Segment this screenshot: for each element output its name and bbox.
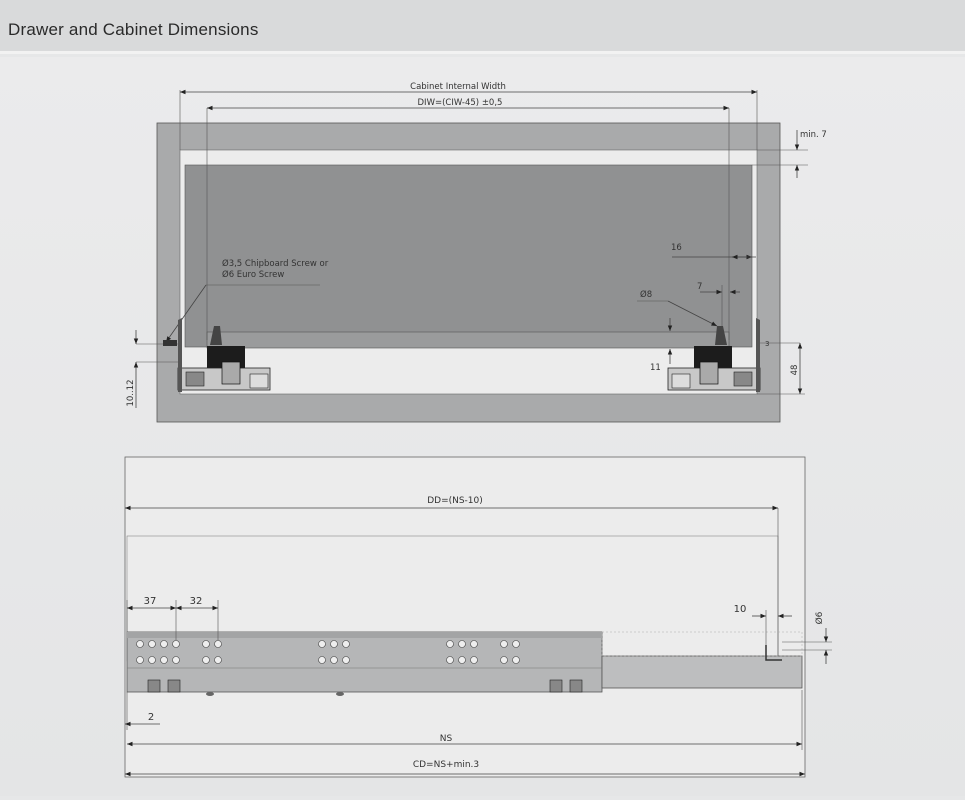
dim-3: 3: [765, 340, 769, 348]
dim-48: 48: [790, 365, 800, 376]
diw-label: DIW=(CIW-45) ±0,5: [418, 98, 503, 108]
side-runner: [126, 631, 803, 696]
technical-drawing: Cabinet Internal Width DIW=(CIW-45) ±0,5…: [0, 57, 965, 796]
dim-10: 10: [734, 604, 747, 615]
drawer-front-panel: [184, 164, 753, 348]
screw-label-line1: Ø3,5 Chipboard Screw or: [222, 258, 329, 269]
drawing-svg: Cabinet Internal Width DIW=(CIW-45) ±0,5…: [124, 82, 832, 778]
dim-2: 2: [148, 712, 154, 723]
right-runner-assembly: [667, 318, 761, 392]
page-header: Drawer and Cabinet Dimensions: [0, 0, 965, 54]
front-view: Cabinet Internal Width DIW=(CIW-45) ±0,5…: [126, 82, 827, 423]
ns-label: NS: [440, 734, 453, 744]
page-title: Drawer and Cabinet Dimensions: [8, 20, 259, 39]
cd-label: CD=NS+min.3: [413, 760, 479, 770]
dim-11: 11: [650, 363, 661, 373]
dim-7: 7: [697, 282, 702, 292]
screw-label-line2: Ø6 Euro Screw: [222, 269, 284, 280]
dim-37: 37: [144, 596, 157, 607]
side-view: DD=(NS-10): [124, 456, 832, 778]
left-runner-assembly: [177, 318, 271, 392]
drawer-bottom: [206, 331, 730, 349]
dim-10-12: 10..12: [126, 379, 136, 406]
min7-label: min. 7: [800, 130, 827, 140]
dim-32: 32: [190, 596, 203, 607]
dia6-label: Ø6: [814, 611, 825, 624]
cabinet-internal-width-label: Cabinet Internal Width: [410, 82, 506, 92]
dia8-label: Ø8: [640, 289, 652, 300]
side-cabinet-outline: [124, 456, 806, 778]
dd-label: DD=(NS-10): [427, 496, 483, 506]
dim-16: 16: [671, 243, 682, 253]
